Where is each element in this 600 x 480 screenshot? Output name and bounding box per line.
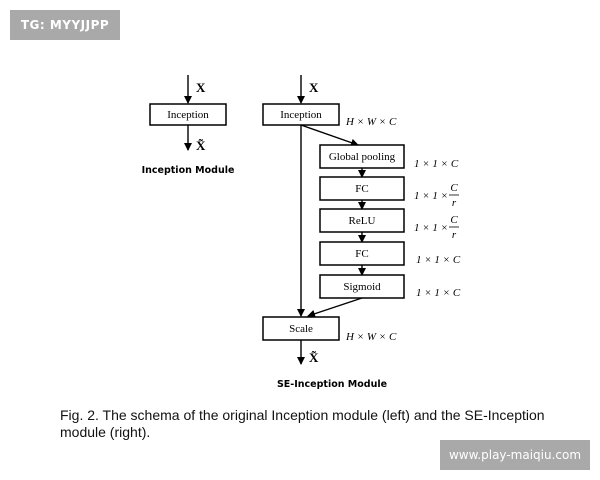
fc1-dim-denominator: r xyxy=(452,197,457,209)
inception-to-pooling-arrow xyxy=(300,124,359,147)
sigmoid-dim: 1 × 1 × C xyxy=(416,287,461,299)
left-inception-label: Inception xyxy=(167,109,209,121)
scale-label: Scale xyxy=(289,323,313,335)
right-inception-dim: H × W × C xyxy=(345,116,397,128)
fc2-label: FC xyxy=(355,248,368,260)
se-inception-module: X Inception H × W × C Global pooling 1 ×… xyxy=(262,75,461,390)
left-inception-module: X Inception X̃ Inception Module xyxy=(142,75,235,176)
left-output-label: X̃ xyxy=(196,138,206,153)
fc1-dim-numerator: C xyxy=(450,182,458,194)
sigmoid-label: Sigmoid xyxy=(343,281,381,293)
sigmoid-to-scale-arrow xyxy=(307,297,363,318)
right-inception-label: Inception xyxy=(280,109,322,121)
watermark-bottom-right: www.play-maiqiu.com xyxy=(440,440,590,470)
fc1-label: FC xyxy=(355,183,368,195)
left-module-title: Inception Module xyxy=(142,165,235,176)
right-output-label: X̃ xyxy=(309,350,319,365)
se-module-title: SE-Inception Module xyxy=(277,379,387,390)
watermark-top-left: TG: MYYJJPP xyxy=(10,10,120,40)
fc2-dim: 1 × 1 × C xyxy=(416,254,461,266)
relu-dim-prefix: 1 × 1 × xyxy=(414,222,448,234)
right-input-label: X xyxy=(309,80,319,95)
relu-dim-denominator: r xyxy=(452,229,457,241)
fc1-dim-prefix: 1 × 1 × xyxy=(414,190,448,202)
scale-dim: H × W × C xyxy=(345,331,397,343)
relu-label: ReLU xyxy=(349,215,376,227)
left-input-label: X xyxy=(196,80,206,95)
global-pooling-label: Global pooling xyxy=(329,151,396,163)
figure-caption: Fig. 2. The schema of the original Incep… xyxy=(60,407,545,440)
relu-dim-numerator: C xyxy=(450,214,458,226)
global-pooling-dim: 1 × 1 × C xyxy=(414,158,459,170)
